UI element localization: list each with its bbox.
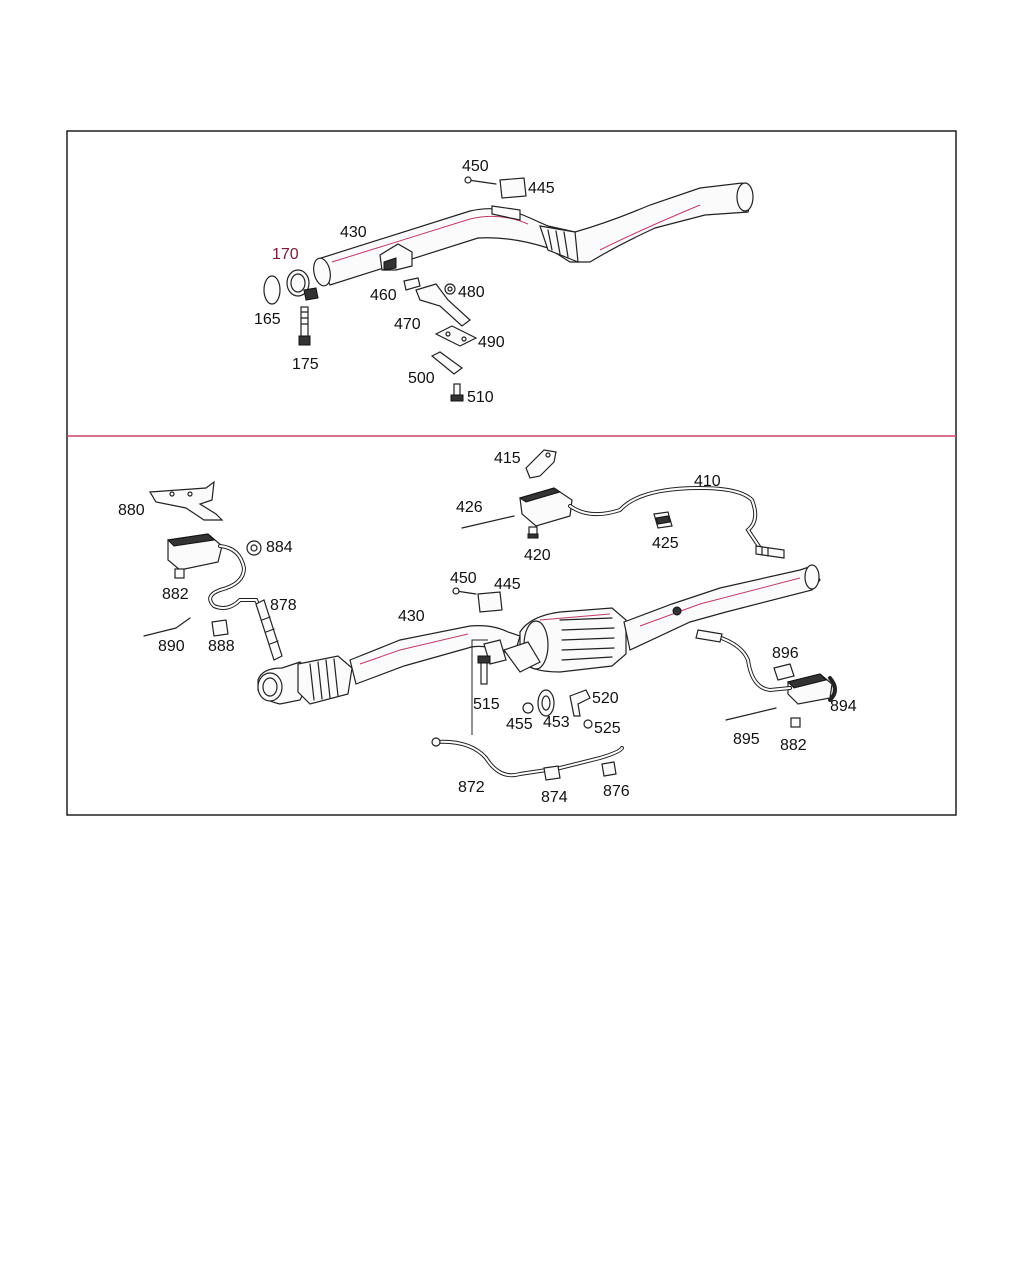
label-510: 510 [467,389,494,406]
screw-420[interactable] [527,526,539,539]
label-426: 426 [456,499,483,516]
label-470: 470 [394,316,421,333]
label-455: 455 [506,716,533,733]
bolt-175[interactable] [298,306,311,346]
rubber-mount-453[interactable] [537,689,555,717]
label-425: 425 [652,535,679,552]
sleeve-445-lower[interactable] [477,591,503,613]
label-460: 460 [370,287,397,304]
clip-874[interactable] [543,765,561,781]
label-876: 876 [603,783,630,800]
label-515: 515 [473,696,500,713]
label-410: 410 [694,473,721,490]
label-430-top: 430 [340,224,367,241]
clip-425[interactable] [653,511,673,529]
bolt-515[interactable] [471,639,491,735]
wiring-harness-872[interactable] [431,737,624,778]
bracket-490[interactable] [434,325,478,347]
label-480: 480 [458,284,485,301]
label-500: 500 [408,370,435,387]
seal-ring-165[interactable] [263,275,281,305]
control-unit-410[interactable] [518,485,785,559]
label-894: 894 [830,698,857,715]
screw-882-right[interactable] [790,717,801,728]
bracket-520[interactable] [569,689,591,717]
control-unit-894[interactable] [695,629,837,705]
bracket-500[interactable] [430,351,464,375]
bolt-450-lower[interactable] [452,587,477,595]
clip-876[interactable] [601,761,617,777]
label-175: 175 [292,356,319,373]
label-878: 878 [270,597,297,614]
label-445-bottom: 445 [494,576,521,593]
bottom-panel: 415 410 426 420 425 880 884 882 878 890 … [118,449,857,806]
label-874: 874 [541,789,568,806]
top-panel: 450 445 430 170 165 175 460 480 470 490 … [254,158,754,406]
bolt-450[interactable] [464,176,497,185]
label-165: 165 [254,311,281,328]
label-525: 525 [594,720,621,737]
label-882-left: 882 [162,586,189,603]
label-490: 490 [478,334,505,351]
cable-tie-890[interactable] [143,617,191,637]
cable-tie-895[interactable] [725,707,777,721]
nut-480[interactable] [444,283,456,295]
nut-525[interactable] [583,719,593,729]
label-890: 890 [158,638,185,655]
bolt-510[interactable] [450,383,464,402]
label-445-top: 445 [528,180,555,197]
control-unit-left[interactable] [166,533,266,618]
label-450-top: 450 [462,158,489,175]
label-872: 872 [458,779,485,796]
bracket-880[interactable] [148,480,224,521]
screw-882-left[interactable] [174,568,185,579]
diagram-frame [66,130,957,816]
cable-tie-426[interactable] [461,515,515,529]
exhaust-assembly-430[interactable] [257,564,821,705]
clamp-170[interactable] [286,269,319,301]
front-pipe-430[interactable] [311,182,754,287]
label-453: 453 [543,714,570,731]
washer-455[interactable] [522,702,534,714]
label-884: 884 [266,539,293,556]
clip-888[interactable] [211,619,229,637]
label-430-bottom: 430 [398,608,425,625]
sleeve-445[interactable] [499,177,527,199]
label-895: 895 [733,731,760,748]
clip-896[interactable] [773,663,795,681]
label-450-bottom: 450 [450,570,477,587]
label-170: 170 [272,246,299,263]
label-880: 880 [118,502,145,519]
bracket-470[interactable] [403,277,471,327]
bracket-415[interactable] [525,449,557,479]
label-882-right: 882 [780,737,807,754]
sensor-878[interactable] [255,599,283,661]
label-420: 420 [524,547,551,564]
label-520: 520 [592,690,619,707]
label-896: 896 [772,645,799,662]
label-415: 415 [494,450,521,467]
clamp-884[interactable] [246,540,262,556]
label-888: 888 [208,638,235,655]
